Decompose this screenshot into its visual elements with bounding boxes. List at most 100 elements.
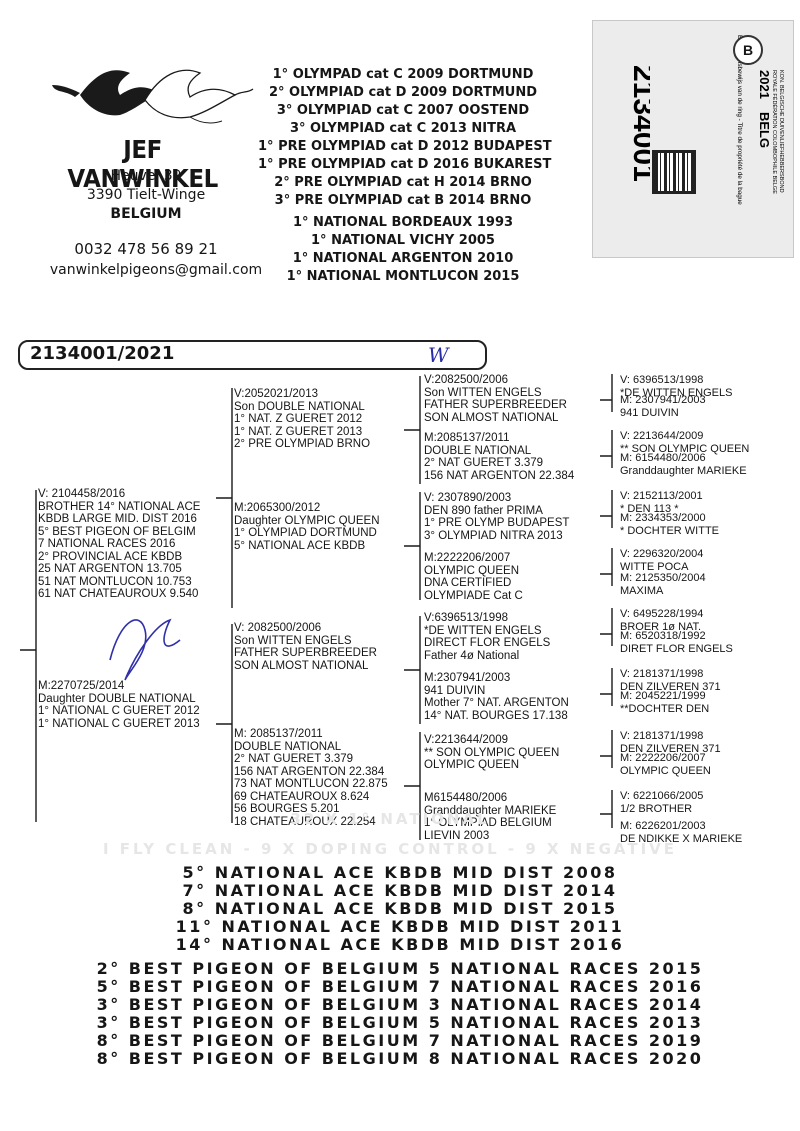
pedigree-line: 3° OLYMPIAD NITRA 2013 bbox=[424, 529, 563, 542]
pedigree-line: Son WITTEN ENGELS bbox=[234, 634, 352, 647]
pedigree-gen2-node: M:2065300/2012 Daughter OLYMPIC QUEEN 1°… bbox=[234, 502, 380, 552]
pedigree-line: 18 CHATEAUROUX 22.254 bbox=[234, 815, 376, 828]
ring-number-text: 2134001 bbox=[627, 65, 650, 182]
ring-text1: KON. BELGISCHE DUIVENLIEFHEBBERSBOND bbox=[778, 70, 784, 193]
signature-icon bbox=[109, 618, 181, 681]
pedigree-line: 5° BEST PIGEON OF BELGIM bbox=[38, 525, 196, 538]
achievement-top: 1° NATIONAL BORDEAUX 1993 bbox=[292, 215, 514, 230]
pedigree-line: 61 NAT CHATEAUROUX 9.540 bbox=[38, 588, 199, 600]
pedigree-line: 2° NAT GUERET 3.379 bbox=[424, 457, 544, 469]
pedigree-line: M: 6154480/2006 bbox=[620, 452, 706, 464]
pedigree-line: V: 2296320/2004 bbox=[620, 548, 704, 560]
pedigree-line: ** SON OLYMPIC QUEEN bbox=[620, 442, 750, 455]
pedigree-line: * DEN 113 * bbox=[620, 502, 679, 515]
achievement-best-pigeon: 8° BEST PIGEON OF BELGIUM 7 NATIONAL RAC… bbox=[96, 1031, 704, 1050]
pedigree-line: 941 DUIVIN bbox=[620, 406, 679, 419]
pedigree-gen2-node: V:2052021/2013 Son DOUBLE NATIONAL 1° NA… bbox=[234, 388, 370, 451]
pedigree-line: 1° OLYMPIAD DORTMUND bbox=[234, 527, 377, 539]
pedigree-line: V: 6495228/1994 bbox=[620, 608, 704, 620]
pedigree-line: V:2082500/2006 bbox=[424, 374, 508, 386]
pedigree-line: M: 2045221/1999 bbox=[620, 690, 706, 702]
pedigree-line: M: 6520318/1992 bbox=[620, 630, 706, 642]
pedigree-line: DOUBLE NATIONAL bbox=[424, 444, 532, 457]
pedigree-line: 2° NAT GUERET 3.379 bbox=[234, 753, 354, 765]
pedigree-line: **DOCHTER DEN bbox=[620, 702, 710, 715]
pedigree-line: BROER 1ø NAT. bbox=[620, 620, 702, 633]
pedigree-line: 156 NAT ARGENTON 22.384 bbox=[424, 469, 575, 482]
pedigree-line: V:2213644/2009 bbox=[424, 734, 508, 746]
pedigree-gen4-node: V: 2152113/2001* DEN 113 * bbox=[620, 490, 703, 515]
pedigree-line: OLYMPIC QUEEN bbox=[424, 564, 519, 577]
ring-certificate bbox=[592, 20, 794, 258]
dove-logo-icon bbox=[52, 69, 254, 124]
achievement-top: 1° PRE OLYMPIAD cat D 2016 BUKAREST bbox=[258, 157, 552, 172]
pedigree-line: FATHER SUPERBREEDER bbox=[234, 647, 377, 659]
watermark-line2: I FLY CLEAN - 9 X DOPING CONTROL - 9 X N… bbox=[102, 840, 678, 858]
pedigree-line: DE NDIKKE X MARIEKE bbox=[620, 832, 743, 845]
pedigree-gen3-node: V: 2307890/2003 DEN 890 father PRIMA 1° … bbox=[424, 492, 569, 542]
pedigree-line: M: 2334353/2000 bbox=[620, 512, 706, 524]
pedigree-line: BROTHER 14° NATIONAL ACE bbox=[38, 500, 201, 513]
achievement-top: 1° NATIONAL ARGENTON 2010 bbox=[292, 251, 514, 266]
pedigree-line: V: 2104458/2016 bbox=[38, 488, 126, 500]
pedigree-gen4-node: V: 2213644/2009** SON OLYMPIC QUEEN bbox=[620, 430, 749, 455]
pedigree-line: *DE WITTEN ENGELS bbox=[620, 386, 733, 399]
achievement-best-pigeon: 2° BEST PIGEON OF BELGIUM 5 NATIONAL RAC… bbox=[96, 959, 704, 978]
pedigree-line: M: 2307941/2003 bbox=[620, 394, 706, 406]
pedigree-line: 51 NAT MONTLUCON 10.753 bbox=[38, 575, 192, 588]
pedigree-line: V:6396513/1998 bbox=[424, 612, 508, 624]
achievement-best-pigeon: 8° BEST PIGEON OF BELGIUM 8 NATIONAL RAC… bbox=[96, 1049, 704, 1068]
pedigree-line: DIRET FLOR ENGELS bbox=[620, 642, 733, 655]
pedigree-line: M6154480/2006 bbox=[424, 792, 508, 804]
achievement-ace: 14° NATIONAL ACE KBDB MID DIST 2016 bbox=[175, 935, 625, 954]
pedigree-line: 7 NATIONAL RACES 2016 bbox=[38, 538, 176, 550]
pedigree-line: DEN ZILVEREN 371 bbox=[620, 742, 721, 755]
pedigree-gen4-node: M: 2334353/2000* DOCHTER WITTE bbox=[620, 512, 719, 537]
achievement-top: 1° OLYMPAD cat C 2009 DORTMUND bbox=[272, 67, 534, 82]
pedigree-sire: V: 2104458/2016 BROTHER 14° NATIONAL ACE… bbox=[38, 488, 200, 601]
pedigree-line: 1° NAT. Z GUERET 2012 bbox=[234, 413, 363, 425]
breeder-email: vanwinkelpigeons@gmail.com bbox=[49, 262, 263, 278]
pedigree-line: 1° NATIONAL C GUERET 2012 bbox=[38, 705, 200, 717]
pedigree-line: 2° PRE OLYMPIAD BRNO bbox=[234, 438, 371, 450]
pedigree-line: OLYMPIC QUEEN bbox=[424, 759, 519, 771]
pedigree-line: Son WITTEN ENGELS bbox=[424, 386, 542, 399]
pedigree-line: M: 2222206/2007 bbox=[620, 752, 706, 764]
pedigree-line: SON ALMOST NATIONAL bbox=[424, 411, 559, 424]
achievement-ace: 11° NATIONAL ACE KBDB MID DIST 2011 bbox=[175, 917, 625, 936]
pedigree-line: M:2065300/2012 bbox=[234, 502, 321, 514]
pedigree-line: M: 2125350/2004 bbox=[620, 572, 706, 584]
pedigree-line: V: 6396513/1998 bbox=[620, 374, 704, 386]
pedigree-line: FATHER SUPERBREEDER bbox=[424, 399, 567, 411]
pedigree-line: V: 2181371/1998 bbox=[620, 668, 704, 680]
pedigree-line: 1° OLYMPIAD BELGIUM bbox=[424, 817, 552, 829]
breeder-city: 3390 Tielt-Winge bbox=[86, 187, 206, 203]
achievement-top: 2° OLYMPIAD cat D 2009 DORTMUND bbox=[268, 85, 538, 100]
pedigree-line: 14° NAT. BOURGES 17.138 bbox=[424, 709, 568, 722]
pedigree-line: M: 2085137/2011 bbox=[234, 728, 323, 740]
pedigree-gen4-node: M: 2045221/1999**DOCHTER DEN bbox=[620, 690, 709, 715]
pedigree-line: DEN 890 father PRIMA bbox=[424, 504, 543, 517]
pedigree-line: M:2222206/2007 bbox=[424, 552, 511, 564]
ring-badge: B bbox=[733, 35, 763, 65]
watermark-line1: 32 X 1° NATIONAL bbox=[290, 810, 490, 828]
pedigree-line: ** SON OLYMPIC QUEEN bbox=[424, 746, 560, 759]
pedigree-line: * DOCHTER WITTE bbox=[620, 524, 719, 537]
pedigree-handwritten-mark: W bbox=[428, 343, 449, 367]
pedigree-line: V: 2213644/2009 bbox=[620, 430, 704, 442]
qr-code-icon bbox=[652, 150, 696, 194]
pedigree-line: 1° PRE OLYMP BUDAPEST bbox=[424, 517, 570, 529]
pedigree-line: SON ALMOST NATIONAL bbox=[234, 659, 369, 672]
pedigree-line: V: 2181371/1998 bbox=[620, 730, 704, 742]
pedigree-line: 1° NATIONAL C GUERET 2013 bbox=[38, 717, 200, 730]
achievement-best-pigeon: 5° BEST PIGEON OF BELGIUM 7 NATIONAL RAC… bbox=[96, 977, 704, 996]
